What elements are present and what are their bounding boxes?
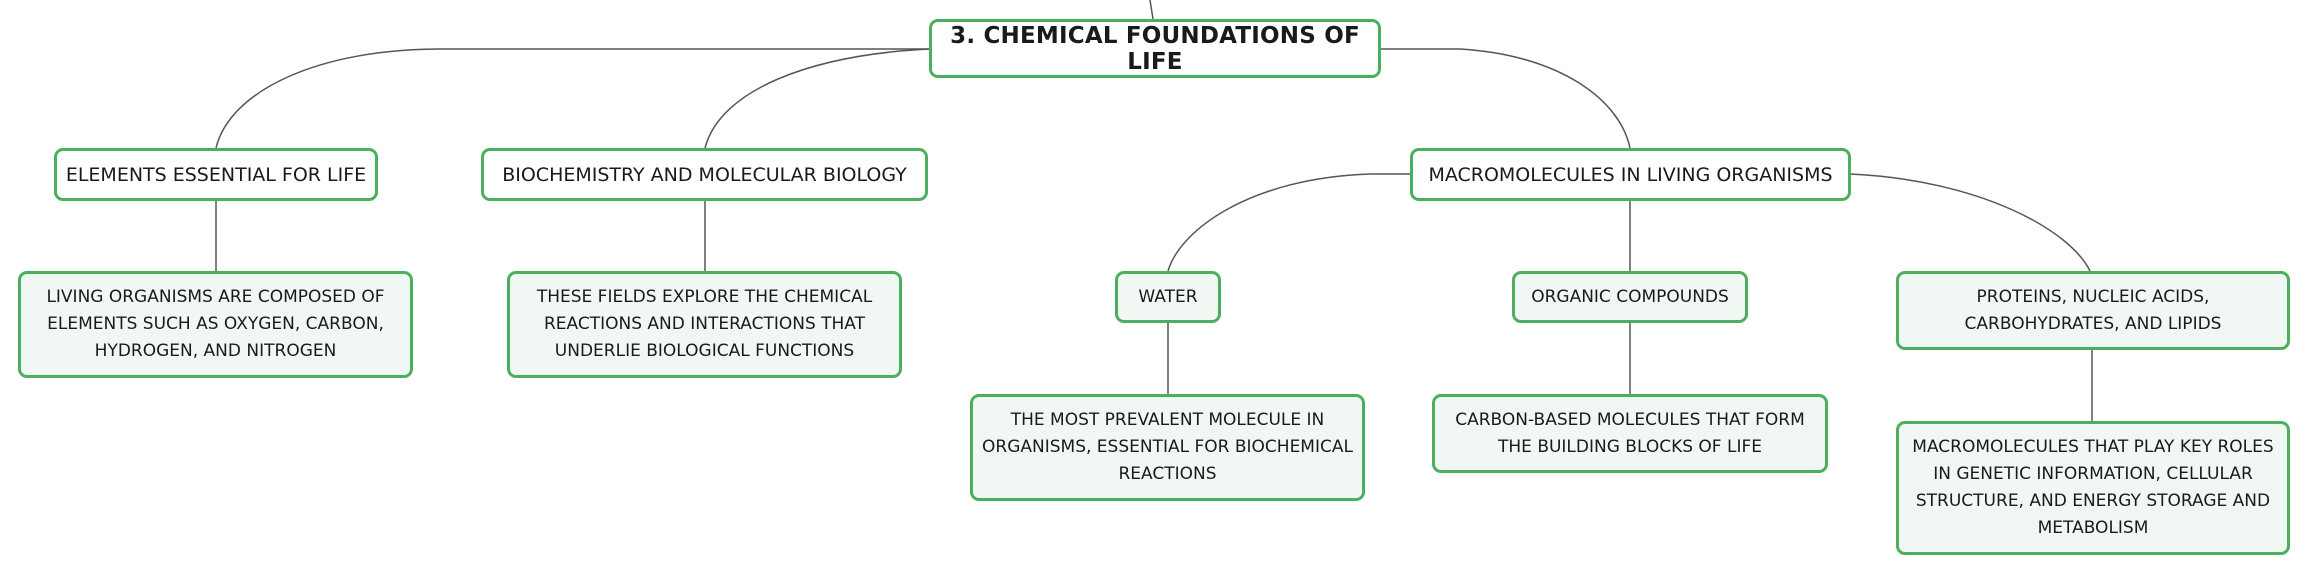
- detail-biochemistry-text: THESE FIELDS EXPLORE THE CHEMICAL REACTI…: [536, 287, 873, 361]
- subtopic-proteins-label: PROTEINS, NUCLEIC ACIDS, CARBOHYDRATES, …: [1964, 286, 2222, 334]
- connector-macro-to-water: [1167, 173, 1410, 272]
- topic-elements-label: ELEMENTS ESSENTIAL FOR LIFE: [65, 163, 367, 186]
- subtopic-water-label: WATER: [1138, 286, 1198, 307]
- detail-proteins-text: MACROMOLECULES THAT PLAY KEY ROLES IN GE…: [1912, 437, 2274, 538]
- connector-parent-to-root: [1149, 0, 1154, 20]
- detail-water[interactable]: THE MOST PREVALENT MOLECULE IN ORGANISMS…: [970, 394, 1365, 501]
- detail-elements-text: LIVING ORGANISMS ARE COMPOSED OF ELEMENT…: [46, 287, 385, 361]
- detail-water-text: THE MOST PREVALENT MOLECULE IN ORGANISMS…: [982, 410, 1353, 484]
- connector-root-to-elements: [215, 48, 929, 149]
- subtopic-proteins[interactable]: PROTEINS, NUCLEIC ACIDS, CARBOHYDRATES, …: [1896, 271, 2290, 350]
- subtopic-water[interactable]: WATER: [1115, 271, 1221, 323]
- detail-biochemistry[interactable]: THESE FIELDS EXPLORE THE CHEMICAL REACTI…: [507, 271, 902, 378]
- detail-organic-compounds-text: CARBON-BASED MOLECULES THAT FORM THE BUI…: [1455, 409, 1805, 457]
- topic-biochemistry-label: BIOCHEMISTRY AND MOLECULAR BIOLOGY: [502, 163, 907, 186]
- root-topic-label: 3. CHEMICAL FOUNDATIONS OF LIFE: [950, 22, 1360, 75]
- connector-root-to-macromolecules: [1380, 48, 1631, 149]
- detail-organic-compounds[interactable]: CARBON-BASED MOLECULES THAT FORM THE BUI…: [1432, 394, 1828, 473]
- root-topic[interactable]: 3. CHEMICAL FOUNDATIONS OF LIFE: [929, 19, 1381, 78]
- topic-elements[interactable]: ELEMENTS ESSENTIAL FOR LIFE: [54, 148, 378, 201]
- connector-root-to-biochemistry: [704, 48, 930, 149]
- topic-macromolecules-label: MACROMOLECULES IN LIVING ORGANISMS: [1428, 163, 1833, 186]
- connector-macro-to-proteins: [1849, 173, 2091, 272]
- detail-proteins[interactable]: MACROMOLECULES THAT PLAY KEY ROLES IN GE…: [1896, 421, 2290, 555]
- detail-elements[interactable]: LIVING ORGANISMS ARE COMPOSED OF ELEMENT…: [18, 271, 413, 378]
- subtopic-organic-compounds-label: ORGANIC COMPOUNDS: [1531, 286, 1729, 307]
- subtopic-organic-compounds[interactable]: ORGANIC COMPOUNDS: [1512, 271, 1748, 323]
- topic-biochemistry[interactable]: BIOCHEMISTRY AND MOLECULAR BIOLOGY: [481, 148, 928, 201]
- topic-macromolecules[interactable]: MACROMOLECULES IN LIVING ORGANISMS: [1410, 148, 1851, 201]
